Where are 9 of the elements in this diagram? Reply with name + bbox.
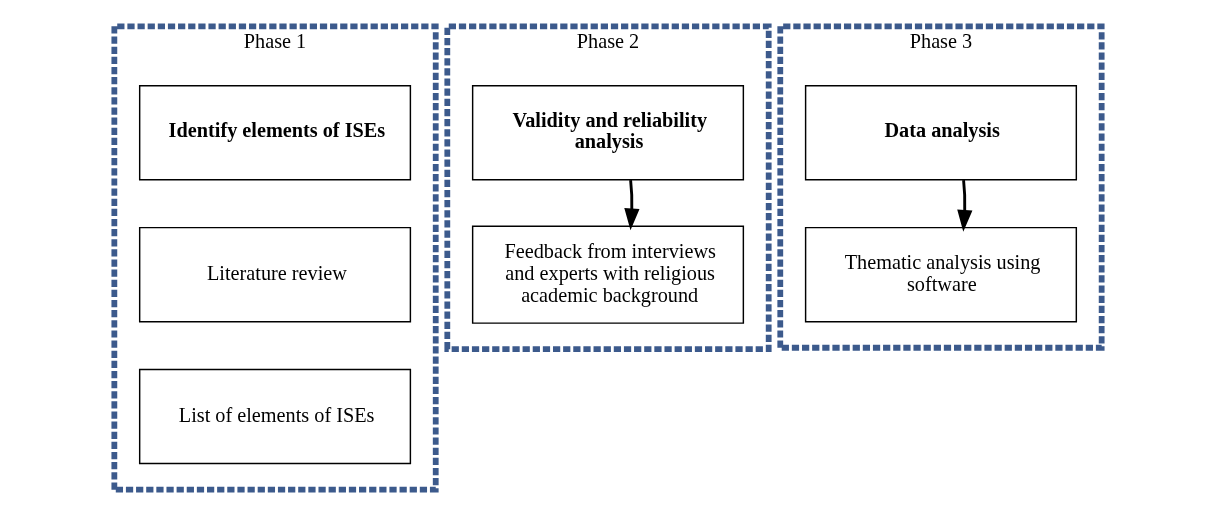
arrow bbox=[623, 179, 639, 230]
node-box: List of elements of ISEs bbox=[138, 368, 411, 464]
arrow bbox=[956, 179, 972, 232]
node-box: Validity and reliability analysis bbox=[471, 84, 744, 181]
node-box: Thematic analysis using software bbox=[804, 226, 1077, 322]
node-box: Data analysis bbox=[804, 84, 1077, 181]
node-box: Literature review bbox=[138, 226, 411, 322]
node-box: Feedback from interviews and experts with religious academic background bbox=[471, 224, 744, 324]
node-box: Identify elements of ISEs bbox=[138, 84, 411, 181]
